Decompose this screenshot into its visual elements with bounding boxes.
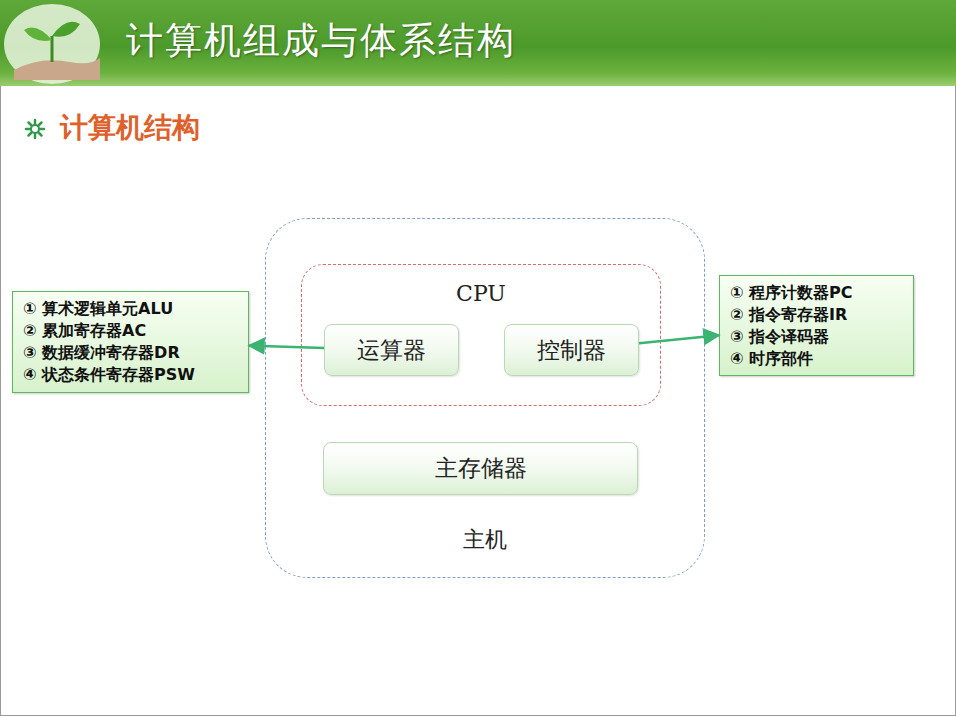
node-text: ③ 指令译码器 <box>730 326 829 348</box>
page-title: 计算机组成与体系结构 <box>126 16 516 66</box>
section-heading: 计算机结构 <box>60 109 200 147</box>
node-text: ③ 数据缓冲寄存器DR <box>23 342 180 364</box>
host-box: 主机 CPU 运算器 控制器主存储器 <box>265 218 705 578</box>
header-band: 计算机组成与体系结构 <box>0 0 956 86</box>
unit-box: 控制器 <box>504 324 639 376</box>
connector-arrow <box>249 346 324 348</box>
node-text: 主存储器 <box>435 453 527 484</box>
node-text: ② 指令寄存器IR <box>730 304 847 326</box>
callout-list: ① 程序计数器PC② 指令寄存器IR③ 指令译码器④ 时序部件 <box>719 275 914 376</box>
memory-box: 主存储器 <box>323 442 638 495</box>
node-text: ④ 状态条件寄存器PSW <box>23 364 195 386</box>
node-text: ② 累加寄存器AC <box>23 320 146 342</box>
unit-box: 运算器 <box>324 324 459 376</box>
cpu-box: CPU 运算器 控制器 <box>301 264 661 406</box>
node-text: 运算器 <box>357 335 426 366</box>
node-text: ④ 时序部件 <box>730 348 813 370</box>
node-text: ① 算术逻辑单元ALU <box>23 298 173 320</box>
callout-list: ① 算术逻辑单元ALU② 累加寄存器AC③ 数据缓冲寄存器DR④ 状态条件寄存器… <box>12 291 249 393</box>
node-text: CPU <box>456 281 506 306</box>
connector-arrow <box>639 335 719 343</box>
bullet-icon <box>23 117 47 141</box>
node-text: 主机 <box>463 525 507 555</box>
leaf-logo <box>0 0 120 86</box>
node-text: ① 程序计数器PC <box>730 282 853 304</box>
node-text: 控制器 <box>537 335 606 366</box>
